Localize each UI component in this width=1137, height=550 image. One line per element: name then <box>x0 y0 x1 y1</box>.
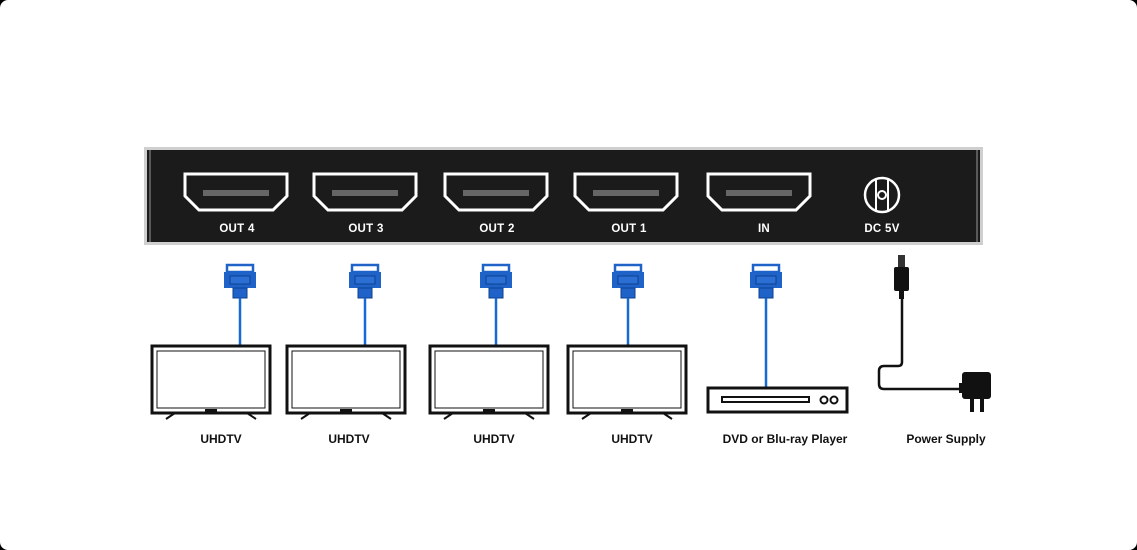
port-label-in: IN <box>758 223 770 235</box>
splitter-panel <box>144 147 983 245</box>
device-label-power-supply: Power Supply <box>906 432 986 446</box>
tv-icon-4 <box>566 344 688 420</box>
tv-icon-3 <box>428 344 550 420</box>
port-label-out4: OUT 4 <box>219 223 255 235</box>
device-label-tv-1: UHDTV <box>200 432 241 446</box>
tv-icon-2 <box>285 344 407 420</box>
hdmi-port-out2: OUT 2 <box>443 172 549 235</box>
disc-player-icon <box>706 386 849 414</box>
hdmi-cable-out1 <box>612 263 644 347</box>
hdmi-cable-out4 <box>224 263 256 347</box>
hdmi-port-out4: OUT 4 <box>183 172 289 235</box>
hdmi-cable-out2 <box>480 263 512 347</box>
dc-plug-cable <box>877 255 962 391</box>
device-label-player: DVD or Blu-ray Player <box>723 432 848 446</box>
device-label-tv-4: UHDTV <box>611 432 652 446</box>
dc-jack-icon: DC 5V <box>863 176 901 235</box>
port-label-out3: OUT 3 <box>348 223 383 235</box>
tv-icon-1 <box>150 344 272 420</box>
device-label-tv-3: UHDTV <box>473 432 514 446</box>
port-label-dc: DC 5V <box>864 223 899 235</box>
port-label-out1: OUT 1 <box>611 223 647 235</box>
power-adapter-icon <box>959 372 991 412</box>
port-label-out2: OUT 2 <box>479 223 514 235</box>
hdmi-cable-in <box>750 263 782 388</box>
hdmi-cable-out3 <box>349 263 381 347</box>
device-label-tv-2: UHDTV <box>328 432 369 446</box>
hdmi-port-out1: OUT 1 <box>573 172 679 235</box>
hdmi-port-out3: OUT 3 <box>312 172 418 235</box>
hdmi-port-in: IN <box>706 172 812 235</box>
